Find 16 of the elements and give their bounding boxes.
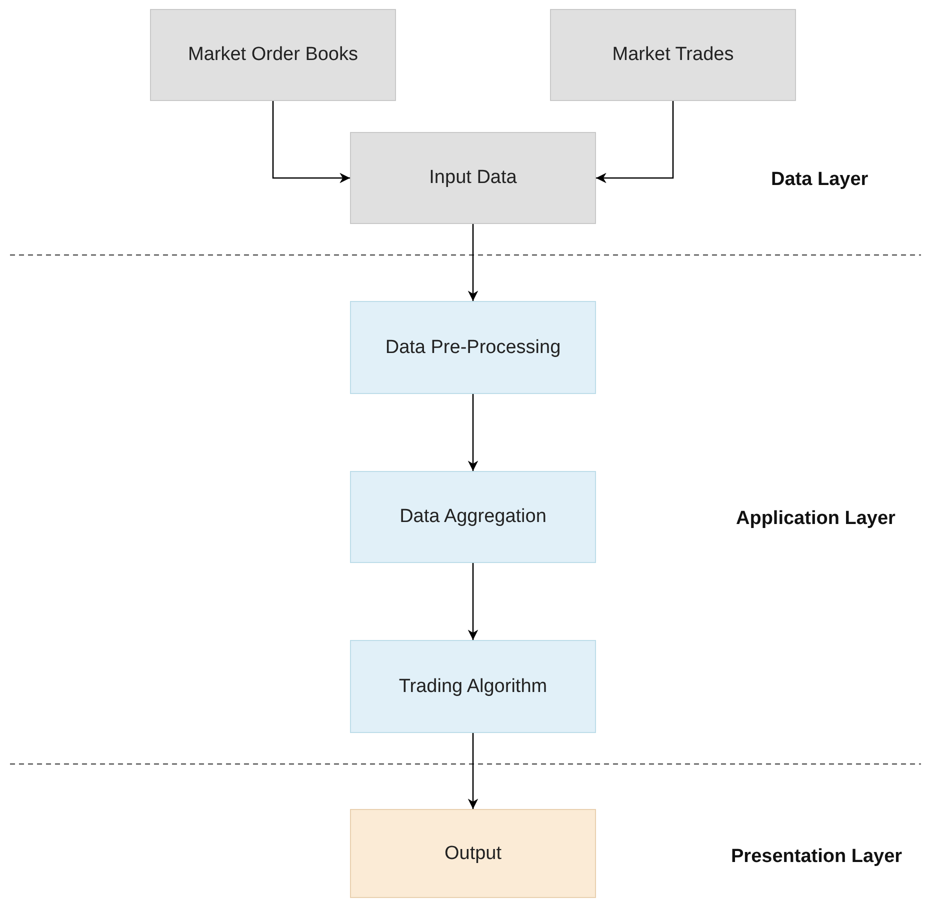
process-box: Output bbox=[350, 809, 596, 898]
layer-label: Presentation Layer bbox=[731, 846, 902, 868]
process-box: Data Aggregation bbox=[350, 471, 596, 563]
process-box: Trading Algorithm bbox=[350, 640, 596, 733]
process-box: Input Data bbox=[350, 132, 596, 224]
arrow bbox=[468, 394, 478, 471]
arrow bbox=[596, 101, 674, 184]
layer-label: Application Layer bbox=[736, 508, 896, 530]
arrow bbox=[272, 101, 350, 184]
process-box: Market Order Books bbox=[150, 9, 396, 101]
arrow bbox=[468, 733, 478, 809]
layer-label: Data Layer bbox=[771, 169, 868, 191]
process-box: Data Pre-Processing bbox=[350, 301, 596, 394]
arrow bbox=[468, 563, 478, 640]
process-box: Market Trades bbox=[550, 9, 796, 101]
arrow bbox=[468, 224, 478, 301]
